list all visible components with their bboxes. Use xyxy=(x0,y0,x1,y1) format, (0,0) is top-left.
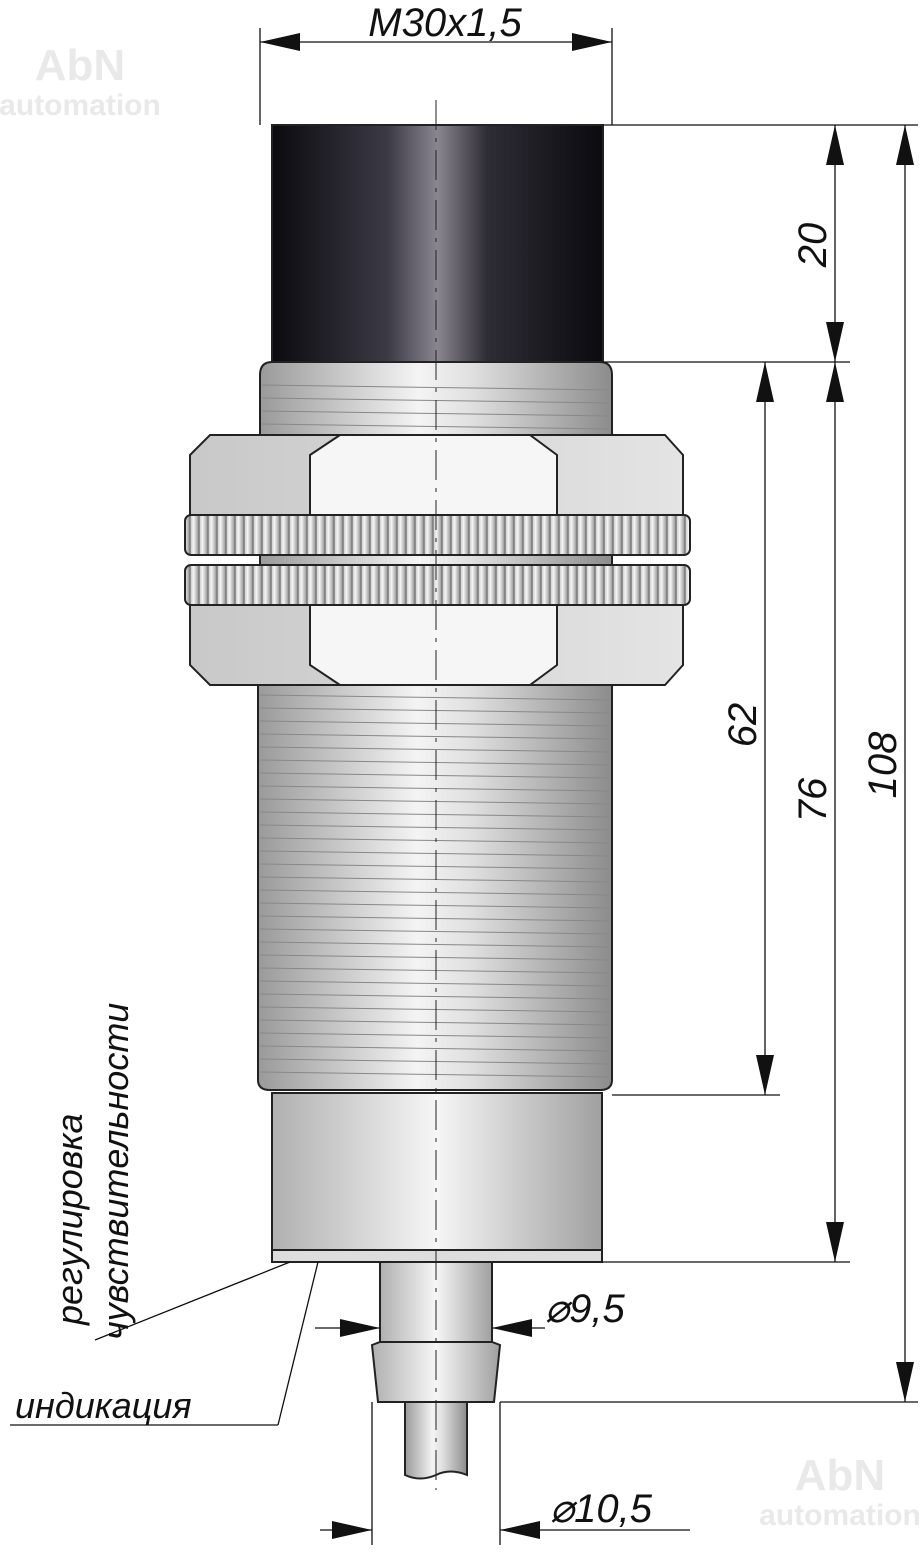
thread-line xyxy=(259,759,611,766)
thread-line xyxy=(259,889,611,896)
dimension-arrows xyxy=(260,33,914,1539)
body-length-dimension: 76 xyxy=(791,777,835,822)
lower-thread xyxy=(257,684,613,1091)
thread-line xyxy=(259,993,611,1000)
lower-thread-lines xyxy=(259,694,611,1078)
thread-line xyxy=(259,941,611,948)
thread-line xyxy=(259,694,611,701)
sensing-cap xyxy=(271,124,604,363)
thread-line xyxy=(259,902,611,909)
thread-line xyxy=(259,850,611,857)
thread-line xyxy=(259,1006,611,1013)
sensitivity-label-2: чувствительности xyxy=(95,1003,136,1340)
thread-line xyxy=(259,980,611,987)
watermark-sub: automation xyxy=(0,89,161,122)
indication-label: индикация xyxy=(15,1385,192,1426)
cap-length-dimension: 20 xyxy=(791,223,835,269)
thread-line xyxy=(259,915,611,922)
thread-line xyxy=(259,707,611,714)
thread-line xyxy=(259,1071,611,1078)
thread-line xyxy=(259,837,611,844)
thread-line xyxy=(259,863,611,870)
thread-line xyxy=(259,1045,611,1052)
watermark-bottom-right: AbN automation xyxy=(759,1451,920,1532)
watermark-sub: automation xyxy=(759,1499,920,1532)
thread-line xyxy=(259,1058,611,1065)
thread-length-dimension: 62 xyxy=(721,703,765,748)
hex-nut-lower xyxy=(189,604,684,686)
thread-line xyxy=(259,967,611,974)
watermark-top-left: AbN automation xyxy=(0,41,161,122)
thread-line xyxy=(259,785,611,792)
thread-line xyxy=(259,876,611,883)
sensitivity-label-1: регулировка xyxy=(49,1113,90,1326)
dimension-lines xyxy=(10,28,918,1545)
watermark-brand: AbN xyxy=(795,1451,885,1500)
thread-line xyxy=(259,928,611,935)
thread-line xyxy=(259,1019,611,1026)
thread-line xyxy=(259,720,611,727)
thread-line xyxy=(259,824,611,831)
stem-diameter-dimension: ⌀9,5 xyxy=(545,1287,625,1331)
watermark-brand: AbN xyxy=(35,41,125,90)
housing-body xyxy=(271,1092,603,1251)
thread-line xyxy=(259,954,611,961)
cable-diameter-dimension: ⌀10,5 xyxy=(550,1487,653,1531)
total-length-dimension: 108 xyxy=(861,731,905,798)
knurled-washer-lower xyxy=(184,564,691,606)
thread-dimension: M30x1,5 xyxy=(368,1,522,45)
upper-thread xyxy=(259,361,613,436)
thread-line xyxy=(259,811,611,818)
knurled-washer-upper xyxy=(184,514,691,556)
thread-line xyxy=(259,746,611,753)
thread-line xyxy=(259,733,611,740)
thread-line xyxy=(259,798,611,805)
indicator-ring xyxy=(271,1249,603,1263)
thread-line xyxy=(259,1032,611,1039)
thread-line xyxy=(259,772,611,779)
